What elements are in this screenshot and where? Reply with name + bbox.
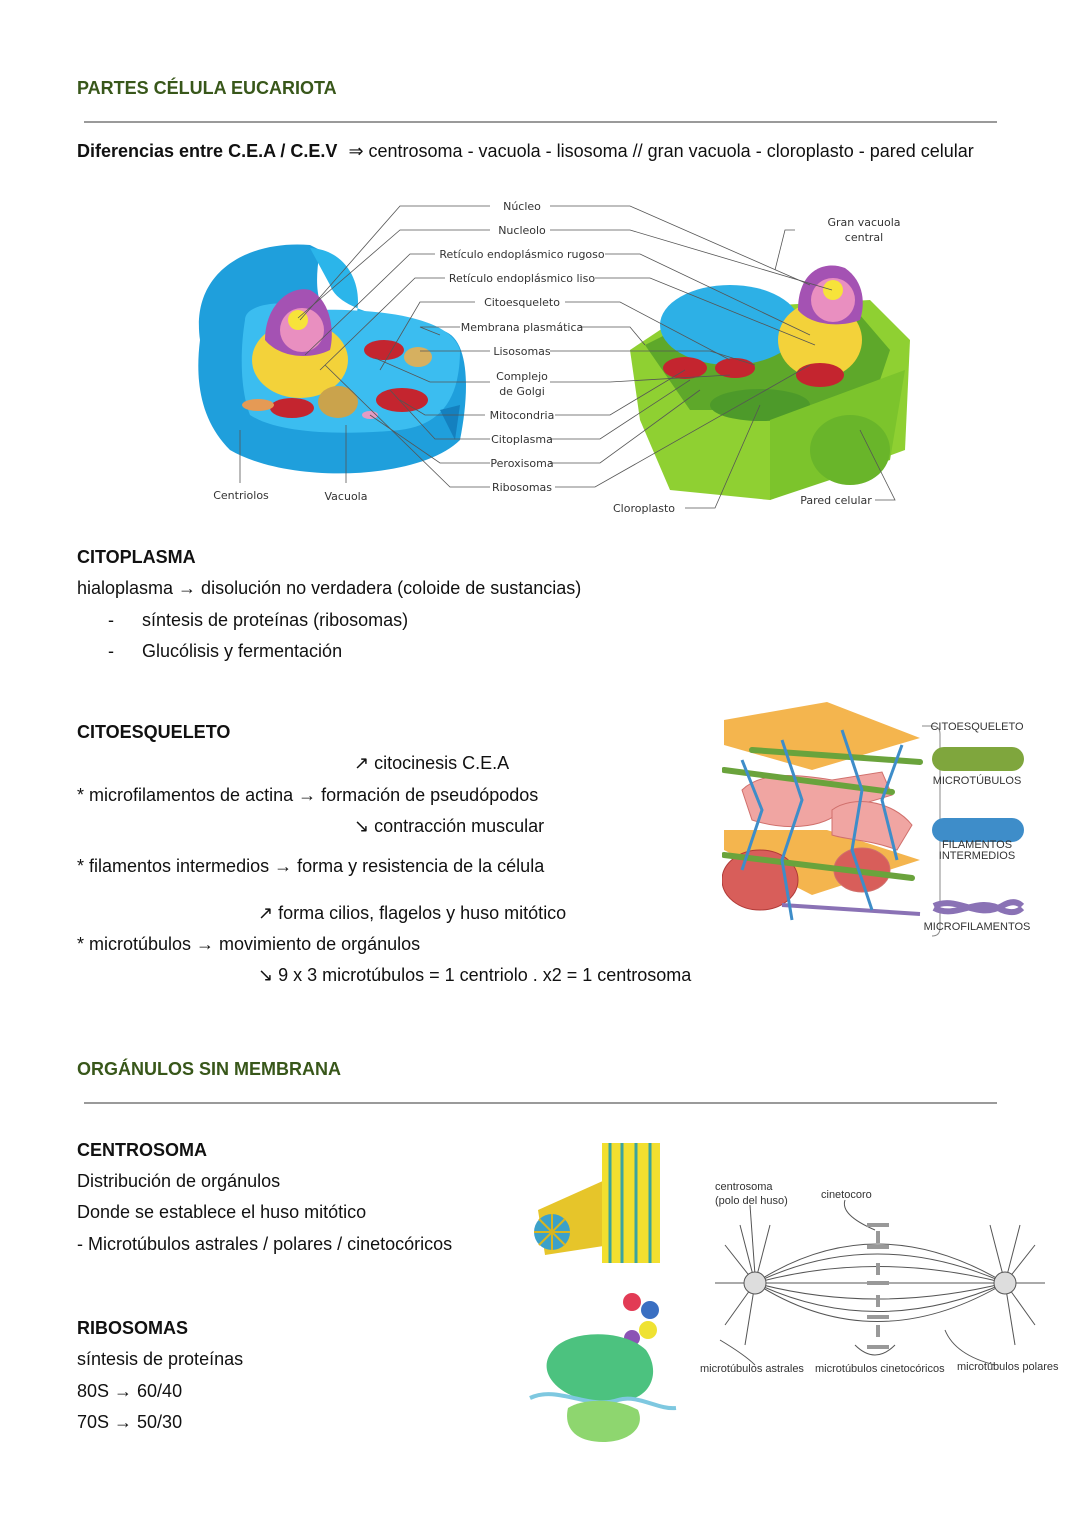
spindle-label-astrales: microtúbulos astrales bbox=[700, 1363, 804, 1375]
ribosomas-line-3: 70S → 50/30 bbox=[77, 1412, 183, 1432]
citoplasma-hialoplasma: hialoplasma → disolución no verdadera (c… bbox=[77, 578, 582, 598]
citoesqueleto-centriolo: ↘ 9 x 3 microtúbulos = 1 centriolo . x2 … bbox=[258, 965, 692, 985]
mitotic-spindle-diagram: centrosoma (polo del huso) cinetocoro mi… bbox=[695, 1175, 1065, 1380]
label-ribosomas: Ribosomas bbox=[492, 481, 552, 494]
citoesqueleto-contraccion: ↘ contracción muscular bbox=[354, 816, 545, 836]
animal-cell-icon bbox=[198, 244, 466, 474]
label-central: central bbox=[845, 231, 883, 244]
fig-citoesqueleto-title: CITOESQUELETO bbox=[930, 721, 1024, 733]
bullet-mark: - bbox=[108, 641, 114, 661]
ribosome-figure bbox=[528, 1290, 678, 1445]
label-pared-celular: Pared celular bbox=[800, 494, 872, 507]
differences-label: Diferencias entre C.E.A / C.E.V bbox=[77, 141, 338, 161]
spindle-label-cinetocoro: cinetocoro bbox=[821, 1189, 872, 1201]
divider bbox=[84, 1102, 997, 1104]
differences-text: ⇒ centrosoma - vacuola - lisosoma // gra… bbox=[348, 141, 974, 161]
citoesqueleto-cilios: ↗ forma cilios, flagelos y huso mitótico bbox=[258, 903, 567, 923]
plant-cell-icon bbox=[630, 265, 910, 500]
citoesqueleto-microtubulos: * microtúbulos → movimiento de orgánulos bbox=[77, 934, 421, 954]
fig-microtubulos-label: MICROTÚBULOS bbox=[933, 774, 1022, 787]
cytoskeleton-figure: CITOESQUELETO MICROTÚBULOS FILAMENTOS IN… bbox=[721, 700, 1032, 945]
label-membrana: Membrana plasmática bbox=[461, 321, 584, 334]
label-centriolos: Centriolos bbox=[213, 489, 269, 502]
label-vacuola: Vacuola bbox=[325, 490, 368, 503]
spindle-label-polares: microtúbulos polares bbox=[957, 1361, 1059, 1373]
label-gran-vacuola: Gran vacuola bbox=[827, 216, 900, 229]
label-peroxisoma: Peroxisoma bbox=[490, 457, 553, 470]
ribosomas-line-1: síntesis de proteínas bbox=[77, 1349, 244, 1369]
label-lisosomas: Lisosomas bbox=[493, 345, 551, 358]
label-golgi: de Golgi bbox=[499, 385, 545, 398]
label-rel: Retículo endoplásmico liso bbox=[449, 272, 595, 285]
ribosome-icon bbox=[529, 1293, 677, 1442]
differences-line: Diferencias entre C.E.A / C.E.V ⇒ centro… bbox=[77, 141, 974, 161]
citoesqueleto-citocinesis: ↗ citocinesis C.E.A bbox=[354, 753, 510, 773]
centrosoma-line-3: - Microtúbulos astrales / polares / cine… bbox=[77, 1234, 453, 1254]
citoplasma-title: CITOPLASMA bbox=[77, 547, 196, 567]
label-citoesqueleto: Citoesqueleto bbox=[484, 296, 560, 309]
centriole-figure bbox=[530, 1140, 665, 1265]
fig-intermedios-label: INTERMEDIOS bbox=[939, 850, 1015, 862]
spindle-label-polo: (polo del huso) bbox=[715, 1195, 788, 1207]
section-title-partes-celula: PARTES CÉLULA EUCARIOTA bbox=[77, 78, 337, 98]
fig-filamentos-label: FILAMENTOS bbox=[942, 839, 1012, 851]
label-nucleo: Núcleo bbox=[503, 200, 541, 213]
centrosoma-line-1: Distribución de orgánulos bbox=[77, 1171, 281, 1191]
mitotic-spindle-illustration: centrosoma (polo del huso) cinetocoro mi… bbox=[700, 1181, 1059, 1375]
ribosomas-line-2: 80S → 60/40 bbox=[77, 1381, 183, 1401]
cell-comparison-diagram: Núcleo Nucleolo Retículo endoplásmico ru… bbox=[170, 190, 920, 520]
label-cloroplasto: Cloroplasto bbox=[613, 502, 675, 515]
centrosoma-title: CENTROSOMA bbox=[77, 1140, 207, 1160]
section-title-organulos-sin-membrana: ORGÁNULOS SIN MEMBRANA bbox=[77, 1059, 341, 1079]
citoplasma-bullet-2: Glucólisis y fermentación bbox=[142, 641, 343, 661]
animal-plant-cell-illustration: Núcleo Nucleolo Retículo endoplásmico ru… bbox=[198, 200, 910, 515]
cytoskeleton-illustration: CITOESQUELETO MICROTÚBULOS FILAMENTOS IN… bbox=[721, 702, 1031, 937]
ribosomas-title: RIBOSOMAS bbox=[77, 1318, 189, 1338]
label-mitocondria: Mitocondria bbox=[490, 409, 555, 422]
label-rer: Retículo endoplásmico rugoso bbox=[439, 248, 605, 261]
citoesqueleto-microfilamentos: * microfilamentos de actina → formación … bbox=[77, 785, 539, 805]
fig-microfilamentos-label: MICROFILAMENTOS bbox=[924, 921, 1031, 933]
divider bbox=[84, 121, 997, 123]
label-nucleolo: Nucleolo bbox=[498, 224, 546, 237]
centriole-icon bbox=[534, 1143, 660, 1263]
label-citoplasma: Citoplasma bbox=[491, 433, 553, 446]
citoesqueleto-intermedios: * filamentos intermedios → forma y resis… bbox=[77, 856, 545, 876]
spindle-label-cinetocoricos: microtúbulos cinetocóricos bbox=[815, 1363, 945, 1375]
spindle-label-centrosoma: centrosoma bbox=[715, 1181, 773, 1193]
centrosoma-line-2: Donde se establece el huso mitótico bbox=[77, 1202, 367, 1222]
citoplasma-bullet-1: síntesis de proteínas (ribosomas) bbox=[142, 610, 409, 630]
bullet-mark: - bbox=[108, 610, 114, 630]
label-complejo: Complejo bbox=[496, 370, 548, 383]
leader-lines bbox=[239, 205, 896, 509]
citoesqueleto-title: CITOESQUELETO bbox=[77, 722, 231, 742]
